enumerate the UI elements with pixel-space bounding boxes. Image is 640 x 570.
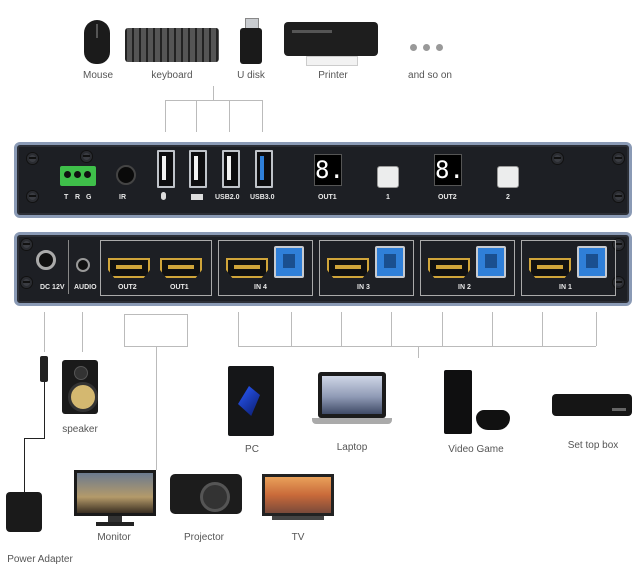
hdmi-in1-port bbox=[529, 258, 571, 278]
usb2-label: USB2.0 bbox=[215, 194, 240, 201]
hdmi-out2-port bbox=[108, 258, 150, 278]
input-4-group bbox=[218, 240, 313, 296]
gamepad-icon bbox=[476, 410, 510, 430]
usb3-port bbox=[255, 150, 273, 188]
screw bbox=[26, 152, 39, 165]
mouse-icon bbox=[84, 20, 110, 64]
tv-label: TV bbox=[291, 532, 305, 543]
ir-label: IR bbox=[119, 194, 126, 201]
in2-label: IN 2 bbox=[458, 284, 471, 291]
video-game-label: Video Game bbox=[448, 444, 504, 455]
input-3-group bbox=[319, 240, 414, 296]
and-so-on-label: and so on bbox=[408, 70, 452, 81]
input-2-group bbox=[420, 240, 515, 296]
hdmi-out1-port bbox=[160, 258, 202, 278]
usb-b-in3-port bbox=[375, 246, 405, 278]
input-1-group bbox=[521, 240, 616, 296]
usb-port-keyboard bbox=[189, 150, 207, 188]
switch-button-2[interactable] bbox=[497, 166, 519, 188]
output-group bbox=[100, 240, 212, 296]
game-console-icon bbox=[444, 370, 472, 434]
screw bbox=[20, 276, 33, 289]
speaker-icon bbox=[62, 360, 98, 414]
hdmi-in3-port bbox=[327, 258, 369, 278]
pc-tower-icon bbox=[228, 366, 274, 436]
monitor-label: Monitor bbox=[97, 532, 131, 543]
screw bbox=[26, 190, 39, 203]
monitor-icon bbox=[74, 470, 156, 526]
in3-label: IN 3 bbox=[357, 284, 370, 291]
tv-icon bbox=[262, 474, 334, 522]
screw bbox=[612, 152, 625, 165]
top-connector-h bbox=[165, 100, 262, 101]
terminal-r-label: R bbox=[75, 194, 81, 201]
keyboard-label: keyboard bbox=[151, 70, 193, 81]
screw bbox=[80, 150, 93, 163]
out2-label: OUT2 bbox=[438, 194, 457, 201]
power-adapter-icon bbox=[6, 492, 42, 532]
terminal-t-label: T bbox=[64, 194, 69, 201]
switch-button-1[interactable] bbox=[377, 166, 399, 188]
more-dots-icon bbox=[410, 44, 446, 52]
screw bbox=[20, 238, 33, 251]
out2-display: 8. bbox=[434, 154, 464, 186]
usb-port-mouse bbox=[157, 150, 175, 188]
projector-label: Projector bbox=[183, 532, 224, 543]
hdmi-out1-label: OUT1 bbox=[170, 284, 189, 291]
set-top-box-label: Set top box bbox=[567, 440, 619, 451]
in4-label: IN 4 bbox=[254, 284, 267, 291]
out1-display: 8. bbox=[314, 154, 344, 186]
keyboard-icon bbox=[125, 28, 219, 62]
projector-icon bbox=[170, 474, 242, 514]
usb2-port bbox=[222, 150, 240, 188]
printer-icon bbox=[284, 16, 378, 66]
dc-jack bbox=[36, 250, 56, 270]
mouse-label: Mouse bbox=[82, 70, 113, 81]
trg-terminal bbox=[60, 166, 96, 186]
usb-disk-icon bbox=[240, 18, 262, 64]
button-1-label: 1 bbox=[386, 194, 390, 201]
mouse-small-icon bbox=[161, 192, 166, 200]
in1-label: IN 1 bbox=[559, 284, 572, 291]
audio-label: AUDIO bbox=[74, 284, 97, 291]
laptop-label: Laptop bbox=[336, 442, 368, 453]
audio-jack bbox=[76, 258, 90, 272]
terminal-g-label: G bbox=[86, 194, 92, 201]
set-top-box-icon bbox=[552, 394, 632, 416]
dc-12v-label: DC 12V bbox=[40, 284, 65, 291]
usb-b-in4-port bbox=[274, 246, 304, 278]
screw bbox=[612, 190, 625, 203]
printer-label: Printer bbox=[318, 70, 348, 81]
hdmi-out2-label: OUT2 bbox=[118, 284, 137, 291]
power-plug bbox=[40, 356, 48, 382]
screw bbox=[551, 152, 564, 165]
out1-label: OUT1 bbox=[318, 194, 337, 201]
power-adapter-label: Power Adapter bbox=[7, 554, 73, 565]
top-connector-stem bbox=[213, 86, 214, 100]
ir-receiver bbox=[116, 165, 136, 185]
speaker-label: speaker bbox=[62, 424, 98, 435]
usb-b-in2-port bbox=[476, 246, 506, 278]
hdmi-in2-port bbox=[428, 258, 470, 278]
usb3-label: USB3.0 bbox=[250, 194, 275, 201]
pc-label: PC bbox=[245, 444, 259, 455]
keyboard-small-icon bbox=[191, 194, 203, 200]
usb-disk-label: U disk bbox=[237, 70, 265, 81]
button-2-label: 2 bbox=[506, 194, 510, 201]
usb-b-in1-port bbox=[577, 246, 607, 278]
laptop-icon bbox=[312, 372, 392, 432]
hdmi-in4-port bbox=[226, 258, 268, 278]
